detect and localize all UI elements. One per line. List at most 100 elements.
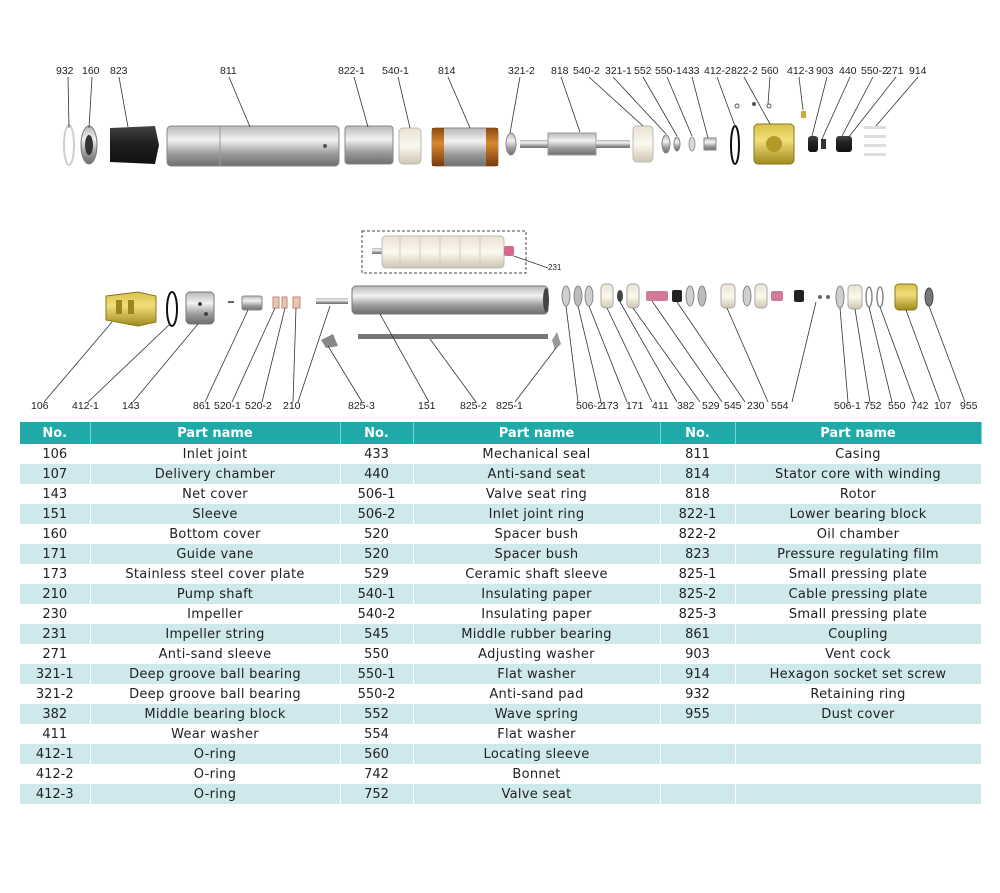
part-number-cell: 822-1 xyxy=(660,504,736,524)
part-name-cell: Sleeve xyxy=(90,504,341,524)
part-811-casing xyxy=(166,125,340,167)
part-name-cell: Spacer bush xyxy=(413,524,661,544)
part-name-cell: Middle bearing block xyxy=(90,704,341,724)
part-name-cell: Inlet joint ring xyxy=(413,504,661,524)
bottom-label: 545 xyxy=(724,400,742,412)
part-name-cell: Impeller xyxy=(90,604,341,624)
bottom-label: 143 xyxy=(122,400,140,412)
part-number-cell: 107 xyxy=(20,464,91,484)
part-name-cell: O-ring xyxy=(90,784,341,804)
part-number-cell: 529 xyxy=(340,564,414,584)
part-name-cell: Net cover xyxy=(90,484,341,504)
part-825-2-cable-pressing-plate xyxy=(358,334,548,339)
part-903-vent-cock xyxy=(808,136,818,152)
bottom-label: 412-1 xyxy=(72,400,99,412)
part-861-coupling xyxy=(241,295,263,311)
part-number-cell: 552 xyxy=(340,704,414,724)
part-name-cell: Lower bearing block xyxy=(735,504,982,524)
parts-table: No. Part name No. Part name No. Part nam… xyxy=(20,422,982,804)
bottom-label: 107 xyxy=(934,400,952,412)
part-number-cell xyxy=(660,764,736,784)
top-label: 321-1 xyxy=(605,65,632,77)
part-number-cell: 440 xyxy=(340,464,414,484)
part-822-1-lower-bearing-block xyxy=(344,125,394,165)
bottom-label: 382 xyxy=(677,400,695,412)
bottom-label: 529 xyxy=(702,400,720,412)
part-955-dust-cover xyxy=(924,287,934,307)
part-914-set-screws xyxy=(864,126,886,156)
part-433-mechanical-seal xyxy=(703,137,717,151)
part-name-cell: O-ring xyxy=(90,764,341,784)
part-name-cell: Rotor xyxy=(735,484,982,504)
top-label: 811 xyxy=(220,65,237,77)
part-520-2-spacer-bush xyxy=(292,296,301,309)
top-label: 550-1 xyxy=(655,65,682,77)
bottom-labels: 106 412-1 143 861 520-1 520-2 210 825-3 … xyxy=(31,400,978,412)
table-header-row: No. Part name No. Part name No. Part nam… xyxy=(20,422,982,444)
bottom-label: 825-3 xyxy=(348,400,375,412)
part-932-retaining-ring xyxy=(63,124,75,166)
top-label: 818 xyxy=(551,65,569,77)
part-number-cell: 160 xyxy=(20,524,91,544)
bottom-label: 550 xyxy=(888,400,906,412)
part-name-cell: Coupling xyxy=(735,624,982,644)
part-number-cell: 825-2 xyxy=(660,584,736,604)
part-number-cell: 752 xyxy=(340,784,414,804)
top-label: 822-2 xyxy=(731,65,758,77)
column-header-part-name: Part name xyxy=(735,422,982,444)
part-825-3-small-pressing-plate xyxy=(321,334,338,348)
column-header-no: No. xyxy=(20,422,91,444)
part-number-cell: 825-3 xyxy=(660,604,736,624)
top-label: 160 xyxy=(82,65,100,77)
part-number-cell: 554 xyxy=(340,724,414,744)
bottom-label: 171 xyxy=(626,400,644,412)
part-number-cell: 321-1 xyxy=(20,664,91,684)
part-name-cell: Stator core with winding xyxy=(735,464,982,484)
part-143-net-cover xyxy=(185,291,215,325)
top-label: 814 xyxy=(438,65,456,77)
part-number-cell: 914 xyxy=(660,664,736,684)
part-name-cell: Impeller string xyxy=(90,624,341,644)
part-number-cell: 861 xyxy=(660,624,736,644)
part-name-cell: Oil chamber xyxy=(735,524,982,544)
part-number-cell: 825-1 xyxy=(660,564,736,584)
part-name-cell xyxy=(735,784,982,804)
part-number-cell: 520 xyxy=(340,524,414,544)
part-545-middle-rubber-bearing xyxy=(672,290,682,302)
part-name-cell: Insulating paper xyxy=(413,584,661,604)
part-412-2-o-ring xyxy=(730,125,740,165)
part-210-pump-shaft xyxy=(316,298,348,304)
part-number-cell: 550 xyxy=(340,644,414,664)
part-554-flat-washer xyxy=(818,295,822,299)
part-number-cell: 818 xyxy=(660,484,736,504)
column-header-no: No. xyxy=(660,422,736,444)
part-number-cell: 550-1 xyxy=(340,664,414,684)
part-name-cell: Locating sleeve xyxy=(413,744,661,764)
column-header-part-name: Part name xyxy=(90,422,341,444)
part-name-cell: Small pressing plate xyxy=(735,604,982,624)
part-name-cell: Stainless steel cover plate xyxy=(90,564,341,584)
part-752-valve-seat xyxy=(847,284,863,310)
part-number-cell: 382 xyxy=(20,704,91,724)
part-name-cell: Flat washer xyxy=(413,664,661,684)
part-name-cell xyxy=(735,764,982,784)
part-number-cell: 520 xyxy=(340,544,414,564)
bottom-label: 825-2 xyxy=(460,400,487,412)
part-number-cell: 143 xyxy=(20,484,91,504)
top-label: 412-3 xyxy=(787,65,814,77)
part-name-cell: Ceramic shaft sleeve xyxy=(413,564,661,584)
part-321-2-bearing xyxy=(505,132,517,156)
top-label: 552 xyxy=(634,65,652,77)
bottom-label: 506-2 xyxy=(576,400,603,412)
top-label: 903 xyxy=(816,65,834,77)
top-label: 550-2 xyxy=(861,65,888,77)
part-number-cell: 545 xyxy=(340,624,414,644)
part-name-cell: Dust cover xyxy=(735,704,982,724)
